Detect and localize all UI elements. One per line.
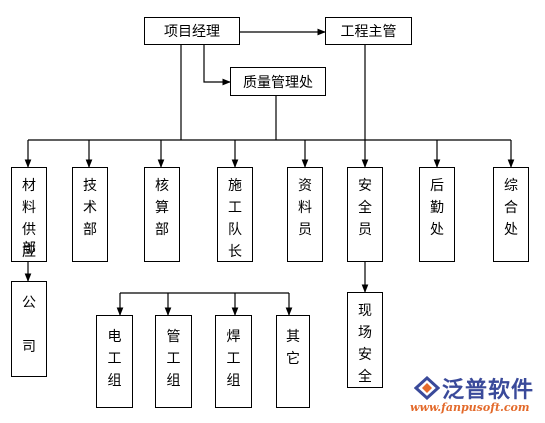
node-engineering-supervisor-label: 工程主管 xyxy=(340,24,397,40)
node-char: 综 xyxy=(504,178,518,194)
node-char: 员 xyxy=(298,222,312,238)
node-char: 工 xyxy=(166,351,181,367)
node-char: 长 xyxy=(228,244,242,260)
node-char: 施 xyxy=(228,178,242,194)
node-char: 其 xyxy=(286,329,300,345)
node-char: 供 xyxy=(22,222,36,238)
node-char: 公 xyxy=(22,295,36,311)
node-char: 技 xyxy=(83,178,97,194)
node-char: 它 xyxy=(286,351,300,367)
node-char: 全 xyxy=(358,200,372,216)
node-char: 部 xyxy=(22,241,36,257)
node-char: 勤 xyxy=(430,200,444,216)
node-electrician-group: 电 工 组 xyxy=(96,315,133,408)
node-documentation: 资 料 员 xyxy=(287,167,323,262)
node-quality-office: 质量管理处 xyxy=(230,67,326,96)
node-char: 术 xyxy=(83,200,97,216)
node-char: 应 xyxy=(22,244,36,260)
node-pipe-group: 管 工 组 xyxy=(155,315,192,408)
node-char: 资 xyxy=(298,178,312,194)
node-general-affairs: 综 合 处 xyxy=(493,167,529,262)
node-char: 工 xyxy=(107,351,122,367)
node-accounting: 核 算 部 xyxy=(144,167,180,262)
node-company: 公 司 xyxy=(11,281,47,377)
node-safety-officer: 安 全 员 xyxy=(347,167,383,262)
node-char: 合 xyxy=(504,200,518,216)
node-char: 现 xyxy=(358,303,372,319)
node-char: 工 xyxy=(228,200,242,216)
node-char: 管 xyxy=(166,329,181,345)
node-project-manager: 项目经理 xyxy=(144,17,240,45)
node-other: 其 它 xyxy=(276,315,310,408)
node-char: 部 xyxy=(83,222,97,238)
node-char: 后 xyxy=(430,178,444,194)
node-char: 全 xyxy=(358,369,372,385)
node-char: 员 xyxy=(358,222,372,238)
node-char: 安 xyxy=(358,347,372,363)
node-construction-team-lead: 施 工 队 长 xyxy=(217,167,253,262)
node-char: 料 xyxy=(298,200,312,216)
node-char: 组 xyxy=(166,373,181,389)
node-char: 工 xyxy=(226,351,241,367)
node-char: 料 xyxy=(22,200,36,216)
node-char: 组 xyxy=(107,373,122,389)
node-char: 核 xyxy=(155,178,169,194)
node-char: 算 xyxy=(155,200,169,216)
node-char: 安 xyxy=(358,178,372,194)
node-char: 电 xyxy=(107,329,122,345)
node-welder-group: 焊 工 组 xyxy=(215,315,252,408)
node-engineering-supervisor: 工程主管 xyxy=(325,17,412,45)
node-char: 材 xyxy=(22,178,36,194)
node-char: 部 xyxy=(155,222,169,238)
node-char: 司 xyxy=(22,339,36,355)
node-logistics: 后 勤 处 xyxy=(419,167,455,262)
node-project-manager-label: 项目经理 xyxy=(164,24,220,40)
node-char: 场 xyxy=(358,325,372,341)
logo-url: www.fanpusoft.com xyxy=(410,401,530,414)
node-char: 焊 xyxy=(226,329,241,345)
node-char: 处 xyxy=(504,222,518,238)
node-char: 处 xyxy=(430,222,444,238)
node-materials-supply: 材 料 供 应 xyxy=(11,167,47,262)
fanpu-logo-icon xyxy=(414,376,440,400)
node-site-safety: 现 场 安 全 xyxy=(347,292,383,388)
fanpu-logo: 泛普软件 www.fanpusoft.com xyxy=(404,368,544,420)
logo-name: 泛普软件 xyxy=(442,378,535,403)
node-char: 组 xyxy=(226,373,241,389)
node-quality-office-label: 质量管理处 xyxy=(243,74,313,91)
node-technical: 技 术 部 xyxy=(72,167,108,262)
node-char: 队 xyxy=(228,222,242,238)
